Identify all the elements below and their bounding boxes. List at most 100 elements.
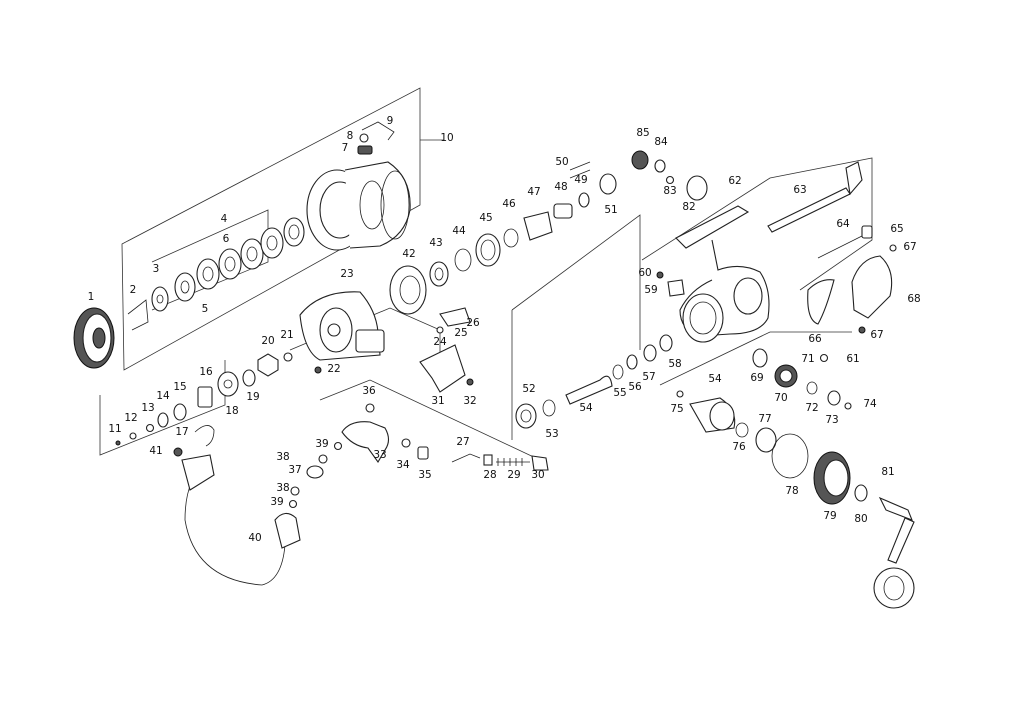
callout-label: 83 xyxy=(663,185,676,197)
callout-label: 32 xyxy=(463,395,476,407)
reel-body-part xyxy=(675,205,770,343)
callout-label: 5 xyxy=(202,303,209,315)
callout-label: 4 xyxy=(221,213,228,225)
callout-label: 35 xyxy=(418,469,431,481)
callout-label: 24 xyxy=(433,336,447,348)
callout-label: 47 xyxy=(527,186,540,198)
callout-label: 46 xyxy=(502,198,516,210)
callout-label: 2 xyxy=(130,284,137,296)
callout-label: 74 xyxy=(863,398,877,410)
callout-label: 84 xyxy=(654,136,668,148)
bearing-part xyxy=(389,265,427,315)
callout-label: 6 xyxy=(223,233,230,245)
callout-label: 1 xyxy=(88,291,95,303)
callout-label: 62 xyxy=(728,175,741,187)
callout-label: 18 xyxy=(225,405,238,417)
callout-label: 73 xyxy=(825,414,838,426)
callout-label: 12 xyxy=(124,412,137,424)
rotor-nut-part xyxy=(257,353,279,377)
callout-label: 42 xyxy=(402,248,415,260)
callout-label: 31 xyxy=(431,395,444,407)
callout-label: 11 xyxy=(108,423,121,435)
callout-label: 16 xyxy=(199,366,213,378)
callout-label: 66 xyxy=(808,333,822,345)
drag-knob-part xyxy=(73,307,115,369)
callout-label: 30 xyxy=(531,469,544,481)
callout-label: 80 xyxy=(854,513,867,525)
rear-cover-part xyxy=(851,255,893,319)
callout-label: 17 xyxy=(175,426,188,438)
callout-label: 63 xyxy=(793,184,806,196)
callout-label: 54 xyxy=(708,373,722,385)
callout-label: 39 xyxy=(270,496,283,508)
callout-label: 58 xyxy=(668,358,681,370)
callout-label: 78 xyxy=(785,485,798,497)
callout-label: 75 xyxy=(670,403,683,415)
spool-part xyxy=(306,161,411,251)
rotor-part xyxy=(299,291,385,361)
side-cover-part xyxy=(807,279,835,325)
callout-label: 49 xyxy=(574,174,587,186)
callout-label: 82 xyxy=(682,201,695,213)
callout-label: 50 xyxy=(555,156,568,168)
callout-label: 72 xyxy=(805,402,818,414)
spool-clip-part xyxy=(357,145,373,155)
callout-label: 54 xyxy=(579,402,593,414)
callout-label: 56 xyxy=(628,381,642,393)
callout-label: 29 xyxy=(507,469,520,481)
callout-label: 38 xyxy=(276,451,289,463)
callout-label: 48 xyxy=(554,181,567,193)
callout-label: 77 xyxy=(758,413,771,425)
bail-arm-part xyxy=(419,344,466,393)
callout-label: 21 xyxy=(280,329,293,341)
bail-holder-part xyxy=(341,421,390,464)
callout-label: 20 xyxy=(261,335,274,347)
callout-label: 15 xyxy=(173,381,186,393)
callout-label: 67 xyxy=(870,329,883,341)
callout-label: 45 xyxy=(479,212,492,224)
callout-label: 37 xyxy=(288,464,301,476)
callout-label: 39 xyxy=(315,438,328,450)
callout-label: 57 xyxy=(642,371,655,383)
callout-label: 23 xyxy=(340,268,353,280)
callout-label: 70 xyxy=(774,392,787,404)
callout-label: 61 xyxy=(846,353,859,365)
frame-lines xyxy=(99,87,873,461)
callout-label: 71 xyxy=(801,353,814,365)
callout-label: 13 xyxy=(141,402,154,414)
callout-label: 19 xyxy=(246,391,259,403)
callout-label: 3 xyxy=(153,263,160,275)
callout-label: 69 xyxy=(750,372,763,384)
callout-label: 8 xyxy=(347,130,354,142)
callout-label: 53 xyxy=(545,428,558,440)
main-shaft-part xyxy=(565,375,613,405)
callout-label: 33 xyxy=(373,449,386,461)
drive-gear-part xyxy=(689,397,736,433)
spring-wire-part xyxy=(361,121,395,141)
callout-label: 85 xyxy=(636,127,649,139)
drag-washer-parts xyxy=(151,217,305,312)
pinion-gear-part xyxy=(631,150,649,170)
o-ring-part xyxy=(771,433,809,479)
callout-label: 26 xyxy=(466,317,480,329)
callout-label: 79 xyxy=(823,510,836,522)
callout-label: 28 xyxy=(483,469,496,481)
callout-label: 43 xyxy=(429,237,442,249)
callout-label: 68 xyxy=(907,293,920,305)
callout-label: 40 xyxy=(248,532,261,544)
callout-label: 81 xyxy=(881,466,894,478)
callout-label: 27 xyxy=(456,436,469,448)
callout-label: 22 xyxy=(327,363,340,375)
callout-label: 9 xyxy=(387,115,394,127)
spring-clip-part xyxy=(127,299,149,331)
callout-label: 34 xyxy=(396,459,410,471)
callout-label: 64 xyxy=(836,218,850,230)
callout-label: 38 xyxy=(276,482,289,494)
callout-label: 14 xyxy=(156,390,170,402)
callout-label: 76 xyxy=(732,441,746,453)
callout-label: 41 xyxy=(149,445,162,457)
callout-label: 36 xyxy=(362,385,376,397)
handle-part xyxy=(873,496,915,609)
